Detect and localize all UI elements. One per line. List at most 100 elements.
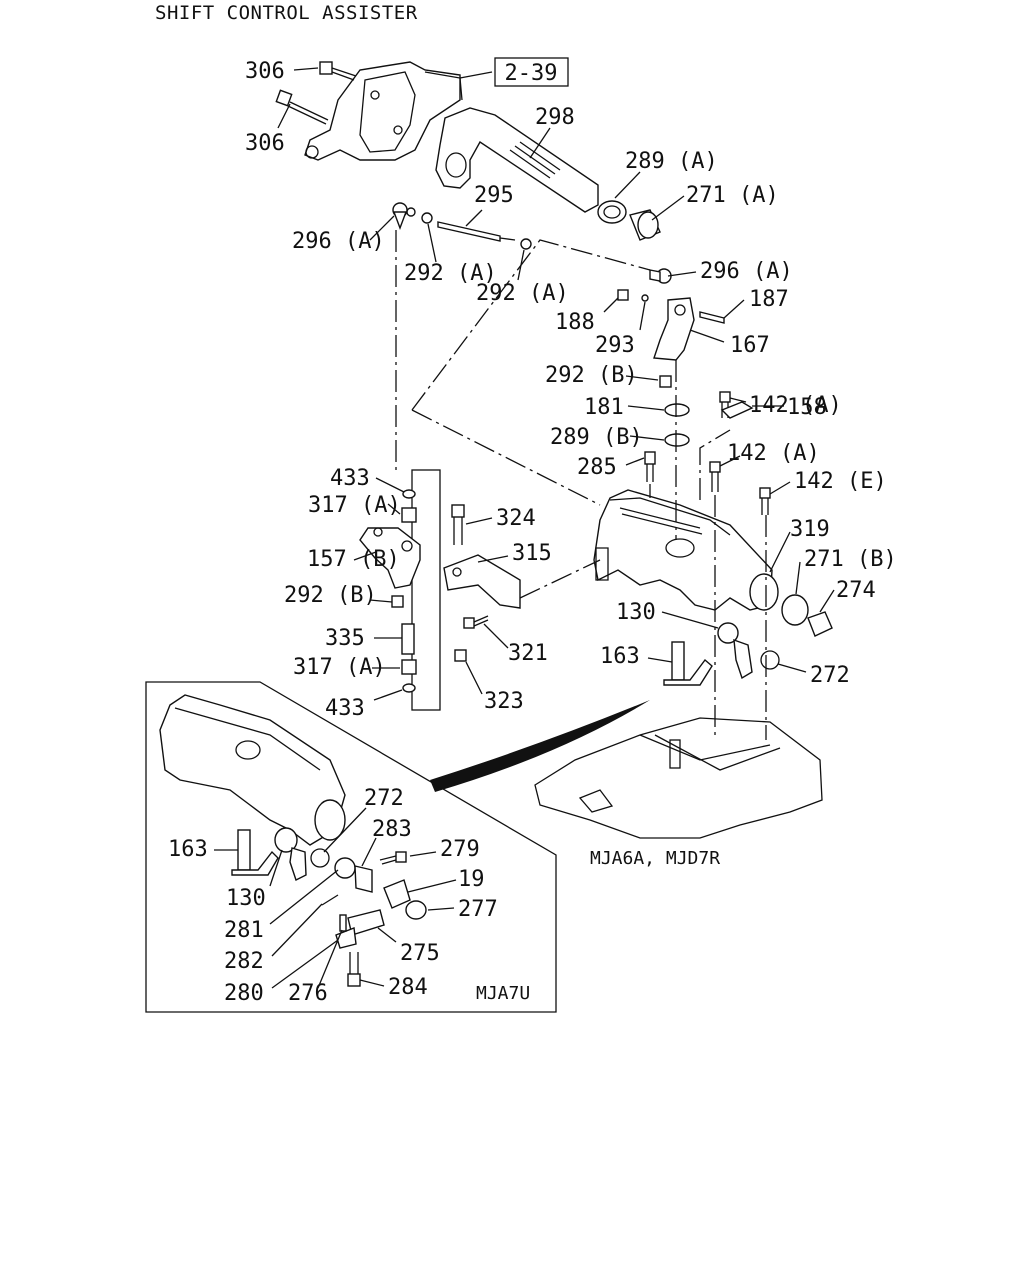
nut-292b-left [391,595,404,608]
callout-label: 289 (A) [625,149,718,174]
callout-label: 163 [600,644,640,669]
callout-label: 296 (A) [292,229,385,254]
callout-label: 275 [400,941,440,966]
callout-label: 142 (A) [749,393,842,418]
plate-280 [335,927,357,949]
callout-label: 142 (E) [794,469,887,494]
bolt-324 [451,504,465,545]
inset-housing [159,694,346,846]
callout-label: 292 (A) [476,281,569,306]
pin-276 [339,914,347,932]
part-283 [354,865,373,893]
inset-frame [145,681,557,1013]
nut-292b [659,375,672,388]
callout-label: 272 [364,786,404,811]
bracket-315 [359,527,421,589]
callout-label: 277 [458,897,498,922]
ref-box-label: 2-39 [505,61,558,86]
callout-label: 188 [555,310,595,335]
bolt-142a-lower [709,461,721,492]
ball-joint-296a-left [392,202,416,230]
seal-277 [405,900,427,920]
bolt-284 [347,952,361,987]
washer-181 [664,403,690,417]
callout-label: 292 (B) [545,363,638,388]
lever-130-main [717,622,753,680]
snap-ring-272-main [760,650,780,670]
ref-box-frame [494,57,569,87]
diagram-title: SHIFT CONTROL ASSISTER [155,2,418,24]
plate-319 [443,554,521,609]
callout-label: 321 [508,641,548,666]
cushion-317a-lower [401,659,417,675]
group-bracket-line [411,469,441,711]
caption-main-model: MJA6A, MJD7R [590,848,720,869]
lever-130-inset [274,827,307,881]
callout-label: 292 (A) [404,261,497,286]
callout-label: 296 (A) [700,259,793,284]
pin-163-inset [231,829,279,876]
callout-label: 284 [388,975,428,1000]
callout-label: 181 [584,395,624,420]
callout-label: 293 [595,333,635,358]
pin-163-main [663,641,713,686]
callout-label: 187 [749,287,789,312]
spring-19 [383,879,411,909]
spring-282 [321,894,339,906]
alignment-lines [395,230,767,740]
callout-label: 315 [512,541,552,566]
oil-seal-289a [597,200,627,224]
callout-label: 281 [224,918,264,943]
callout-label: 274 [836,578,876,603]
callout-label: 323 [484,689,524,714]
bolt-321 [463,615,489,629]
nut-188 [617,289,629,301]
shift-housing-upper [304,61,463,161]
callout-label: 280 [224,981,264,1006]
callout-label: 433 [330,466,370,491]
bolt-142e [759,487,771,515]
callout-label: 271 (A) [686,183,779,208]
collar-335 [401,623,415,655]
callout-label: 319 [790,517,830,542]
nut-292a-left [421,212,433,224]
callout-label: 157 (B) [307,547,400,572]
rod-295 [437,221,516,242]
callout-label: 295 [474,183,514,208]
shift-shaft-298 [435,107,599,213]
callout-label: 272 [810,663,850,688]
seal-289b [664,433,690,447]
bolt-306-lower [275,89,329,125]
plug-274 [807,611,833,637]
part-281 [334,857,356,879]
callout-label: 167 [730,333,770,358]
pin-285 [644,451,656,482]
callout-label: 317 (A) [293,655,386,680]
bushing-271a [629,209,661,241]
cushion-317a-upper [401,507,417,523]
nut-292a-right [520,238,532,250]
callout-label: 130 [616,600,656,625]
oring-433-lower [402,683,416,693]
callout-label: 142 (A) [727,441,820,466]
ball-joint-296a-right [649,268,672,284]
nut-323 [454,649,467,662]
case-arrow-swoosh [430,700,650,792]
bolt-279 [379,851,407,865]
callout-label: 282 [224,949,264,974]
callout-label: 279 [440,837,480,862]
callout-label: 283 [372,817,412,842]
bracket-167 [653,297,695,361]
callout-label: 317 (A) [308,493,401,518]
callout-label: 158 [787,395,827,420]
bolt-187 [699,311,725,324]
callout-label: 19 [458,867,485,892]
callout-label: 163 [168,837,208,862]
callout-label: 289 (B) [550,425,643,450]
bolt-306-upper [319,61,357,81]
callout-label: 130 [226,886,266,911]
plate-158 [720,401,754,419]
leader-lines [214,67,835,989]
callout-label: 335 [325,626,365,651]
